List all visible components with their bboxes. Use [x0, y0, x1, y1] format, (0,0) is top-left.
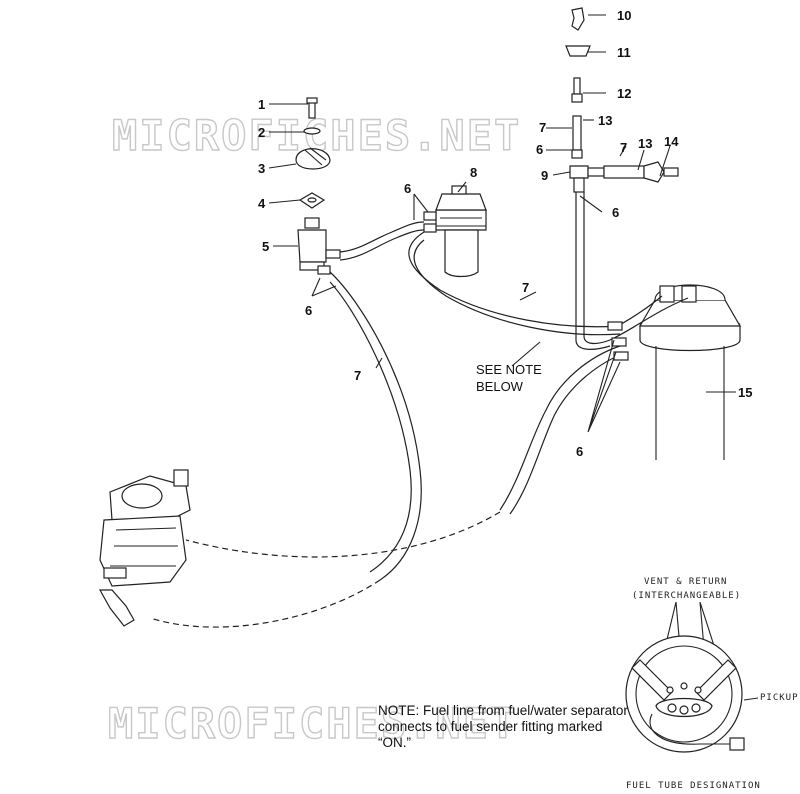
fuel-line-note: NOTE: Fuel line from fuel/water separato… — [378, 703, 628, 750]
fuel-water-separator — [423, 185, 487, 278]
carburetor — [98, 469, 191, 627]
callout-4: 4 — [258, 196, 266, 211]
callout-3: 3 — [258, 161, 265, 176]
see-note-line2: BELOW — [476, 379, 524, 394]
fuel-lines — [149, 192, 689, 628]
inset-title-line2: (INTERCHANGEABLE) — [632, 591, 741, 601]
callout-7b: 7 — [539, 120, 546, 135]
watermark-bottom: MICROFICHES.NET — [108, 699, 517, 748]
inset-caption: FUEL TUBE DESIGNATION — [626, 781, 761, 791]
callout-14: 14 — [664, 134, 679, 149]
fuel-tank — [638, 284, 742, 460]
callout-1: 1 — [258, 97, 265, 112]
callout-8: 8 — [470, 165, 477, 180]
callout-6d: 6 — [612, 205, 619, 220]
callout-7a: 7 — [354, 368, 361, 383]
callout-6e: 6 — [576, 444, 583, 459]
callout-6b: 6 — [404, 181, 411, 196]
leader-lines — [268, 14, 736, 433]
callout-7d: 7 — [620, 140, 627, 155]
fuel-tube-inset: VENT & RETURN (INTERCHANGEABLE) PICKUP F… — [625, 577, 799, 791]
vent-assembly — [565, 7, 679, 193]
callout-6a: 6 — [305, 303, 312, 318]
callout-12: 12 — [617, 86, 631, 101]
callout-13b: 13 — [638, 136, 652, 151]
callout-15: 15 — [738, 385, 752, 400]
callout-7c: 7 — [522, 280, 529, 295]
callout-13a: 13 — [598, 113, 612, 128]
callout-labels: 1 2 3 4 5 6 6 7 8 6 7 7 6 13 9 6 10 11 1… — [258, 8, 752, 459]
see-note-line1: SEE NOTE — [476, 362, 542, 377]
inset-title-line1: VENT & RETURN — [644, 577, 727, 587]
callout-9: 9 — [541, 168, 548, 183]
callout-10: 10 — [617, 8, 631, 23]
callout-11: 11 — [617, 45, 631, 60]
callout-6c: 6 — [536, 142, 543, 157]
inset-pickup-label: PICKUP — [760, 693, 799, 703]
fuel-filter-stack — [295, 97, 341, 275]
callout-2: 2 — [258, 125, 265, 140]
callout-5: 5 — [262, 239, 269, 254]
